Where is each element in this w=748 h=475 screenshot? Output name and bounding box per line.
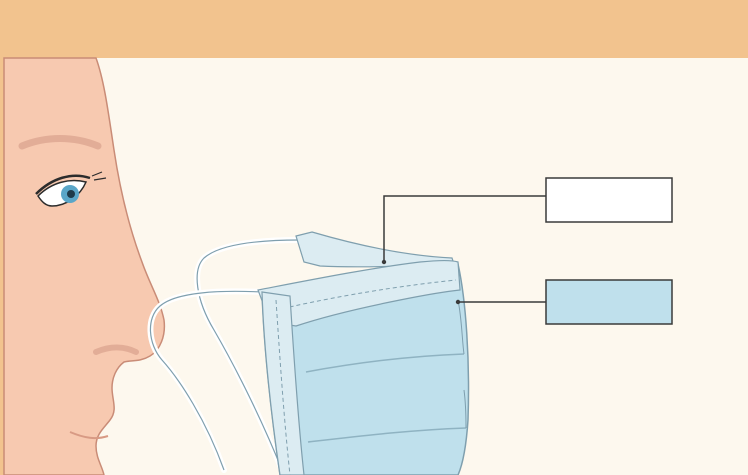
face-profile (4, 58, 164, 475)
leader-line-upper (384, 196, 546, 262)
label-box-upper (546, 178, 672, 222)
face-skin (4, 58, 164, 475)
label-box-lower (546, 280, 672, 324)
surgical-mask (258, 232, 469, 475)
